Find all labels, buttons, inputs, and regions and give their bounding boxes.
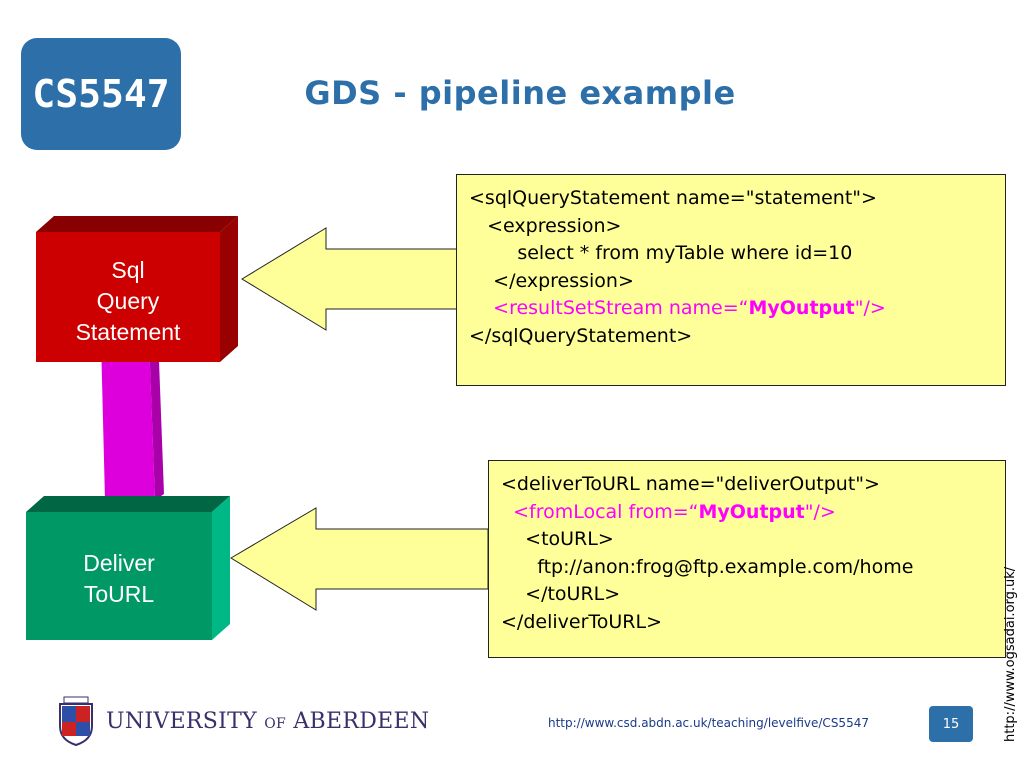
sql-box-label: Sql Query Statement (36, 255, 220, 348)
sql-box-line: Sql (111, 257, 145, 283)
output-name: MyOutput (748, 297, 855, 319)
sql-code-box: <sqlQueryStatement name="statement"> <ex… (456, 174, 1006, 386)
code-fragment: <resultSetStream name=“ (469, 297, 749, 319)
code-fragment: "/> (854, 297, 886, 319)
code-line: <toURL> (501, 528, 614, 550)
code-line: </toURL> (501, 583, 621, 605)
university-crest-icon (59, 696, 93, 746)
university-of: OF (264, 715, 287, 732)
code-line: </sqlQueryStatement> (469, 324, 693, 347)
deliver-code-box: <deliverToURL name="deliverOutput"> <fro… (488, 460, 1006, 658)
code-line-highlight: <resultSetStream name=“MyOutput"/> (469, 295, 1005, 323)
page-number-text: 15 (942, 716, 960, 732)
code-fragment: <fromLocal from=“ (501, 500, 699, 523)
side-url: http://www.ogsadai.org.uk/ (1003, 566, 1018, 742)
sql-box-line: Statement (75, 319, 181, 345)
output-name: MyOutput (698, 500, 805, 523)
deliver-box-line: ToURL (83, 581, 155, 607)
deliver-box-line: Deliver (83, 550, 155, 576)
code-line-highlight: <fromLocal from=“MyOutput"/> (501, 499, 1005, 527)
sql-input-arrow (241, 227, 458, 331)
slide-title: GDS - pipeline example (304, 74, 736, 112)
code-line: select * from myTable where id=10 (469, 242, 853, 264)
code-line: <deliverToURL name="deliverOutput"> (501, 473, 880, 495)
deliver-to-url-box (26, 496, 230, 640)
course-badge: CS5547 (21, 38, 181, 150)
footer-url: http://www.csd.abdn.ac.uk/teaching/level… (548, 716, 869, 730)
university-city: ABERDEEN (293, 708, 430, 734)
sql-box-line: Query (96, 288, 160, 314)
page-number: 15 (929, 706, 973, 742)
code-line: ftp://anon:frog@ftp.example.com/home (501, 555, 914, 578)
university-name: UNIVERSITY OF ABERDEEN (106, 709, 429, 734)
course-code: CS5547 (32, 72, 170, 116)
sql-query-statement-box (36, 216, 238, 362)
university-main: UNIVERSITY (106, 708, 257, 734)
university-logo: UNIVERSITY OF ABERDEEN (56, 696, 429, 746)
code-fragment: "/> (804, 500, 836, 523)
code-line: <expression> (469, 214, 622, 237)
deliver-input-arrow (230, 507, 489, 611)
code-line: </deliverToURL> (501, 610, 662, 633)
code-line: <sqlQueryStatement name="statement"> (469, 187, 877, 209)
code-line: </expression> (469, 269, 634, 292)
deliver-box-label: Deliver ToURL (26, 548, 212, 610)
